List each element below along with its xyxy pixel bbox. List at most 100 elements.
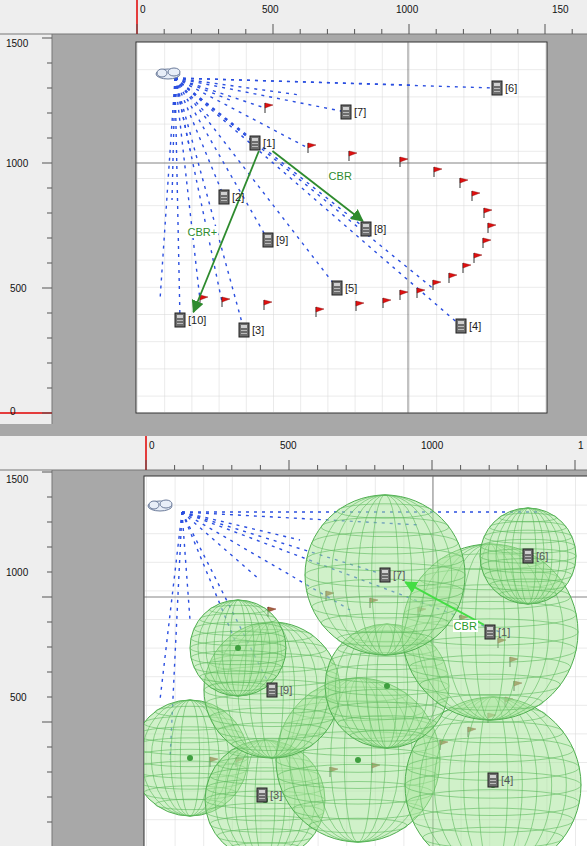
server-icon — [340, 104, 352, 120]
wireless-link — [175, 78, 495, 88]
ruler — [0, 436, 587, 470]
ruler-tick — [47, 647, 52, 648]
ruler-tick — [517, 465, 518, 470]
ruler-tick — [409, 24, 410, 34]
node-label: [10] — [188, 314, 206, 326]
cloud-icon — [156, 68, 180, 79]
flow-label: CBR — [328, 170, 353, 182]
ruler-tick — [47, 772, 52, 773]
waypoint-flag — [474, 253, 482, 263]
node-label: [6] — [536, 550, 548, 562]
server-icon — [522, 548, 534, 564]
ruler-tick — [47, 672, 52, 673]
wireless-link — [182, 512, 300, 540]
ruler-tick — [42, 288, 52, 289]
ruler-number: 0 — [10, 406, 16, 417]
ruler-tick — [47, 797, 52, 798]
ruler-tick — [47, 822, 52, 823]
ruler-number: 1 — [578, 440, 584, 451]
waypoint-flag — [472, 191, 480, 201]
wireless-link — [175, 78, 222, 302]
radio-range-sphere — [190, 600, 286, 696]
node-label: [2] — [232, 191, 244, 203]
ruler-tick — [463, 29, 464, 34]
scenario-area — [136, 42, 547, 413]
wireless-link — [175, 78, 410, 85]
flow-label: CBR — [453, 620, 478, 632]
ruler-tick — [47, 522, 52, 523]
server-icon — [218, 189, 230, 205]
network-node: [7] — [340, 104, 366, 120]
node-label: [5] — [345, 282, 357, 294]
ruler-number: 1500 — [6, 38, 28, 49]
network-node: [6] — [491, 80, 517, 96]
radio-range-sphere — [480, 508, 576, 604]
ruler-tick — [47, 338, 52, 339]
node-label: [1] — [498, 626, 510, 638]
server-icon — [491, 80, 503, 96]
server-icon — [360, 221, 372, 237]
waypoint-flag — [417, 288, 425, 298]
wireless-link — [175, 78, 244, 330]
ruler-tick — [432, 460, 433, 470]
server-icon — [238, 322, 250, 338]
server-icon — [484, 624, 496, 640]
ruler-number: 150 — [552, 4, 569, 15]
ruler-tick — [47, 313, 52, 314]
ruler-number: 1000 — [396, 4, 418, 15]
wireless-link — [175, 78, 435, 290]
wireless-link — [175, 78, 180, 320]
wireless-link — [175, 78, 265, 108]
ruler — [0, 470, 52, 846]
wireless-link — [175, 78, 210, 118]
ruler-tick — [47, 263, 52, 264]
ruler-tick — [289, 460, 290, 470]
waypoint-flag — [316, 307, 324, 317]
waypoint-flag — [200, 295, 208, 305]
network-node: [5] — [331, 280, 357, 296]
waypoint-flag — [265, 103, 273, 113]
ruler-tick — [575, 460, 576, 470]
network-node: [10] — [174, 312, 206, 328]
ruler-number: 0 — [149, 440, 155, 451]
wireless-link — [175, 78, 308, 148]
waypoint-flag — [356, 301, 364, 311]
ruler-number: 0 — [140, 4, 146, 15]
node-label: [1] — [263, 137, 275, 149]
ruler-tick — [489, 465, 490, 470]
ruler-tick — [42, 163, 52, 164]
server-icon — [256, 787, 268, 803]
ruler-tick — [47, 213, 52, 214]
ruler-tick — [317, 465, 318, 470]
node-label: [4] — [469, 320, 481, 332]
ruler-tick — [164, 29, 165, 34]
node-label: [3] — [252, 324, 264, 336]
ruler-tick — [545, 24, 546, 34]
ruler-tick — [47, 88, 52, 89]
ruler-number: 500 — [280, 440, 297, 451]
node-label: [9] — [280, 684, 292, 696]
ruler-tick — [517, 29, 518, 34]
ruler-tick — [137, 24, 138, 34]
ruler-tick — [490, 29, 491, 34]
traffic-flow-arrow — [272, 151, 362, 221]
ruler-tick — [436, 29, 437, 34]
node-label: [9] — [276, 234, 288, 246]
server-icon — [487, 772, 499, 788]
ruler-tick — [203, 465, 204, 470]
waypoint-flag — [449, 273, 457, 283]
ruler-number: 1000 — [6, 567, 28, 578]
ruler-tick — [245, 29, 246, 34]
ruler-number: 500 — [10, 692, 27, 703]
wireless-link — [175, 78, 366, 229]
ruler-tick — [47, 63, 52, 64]
radio-range-sphere — [305, 495, 465, 655]
ruler-tick — [273, 24, 274, 34]
waypoint-flag — [433, 280, 441, 290]
server-icon — [331, 280, 343, 296]
ruler — [0, 34, 52, 424]
server-icon — [174, 312, 186, 328]
